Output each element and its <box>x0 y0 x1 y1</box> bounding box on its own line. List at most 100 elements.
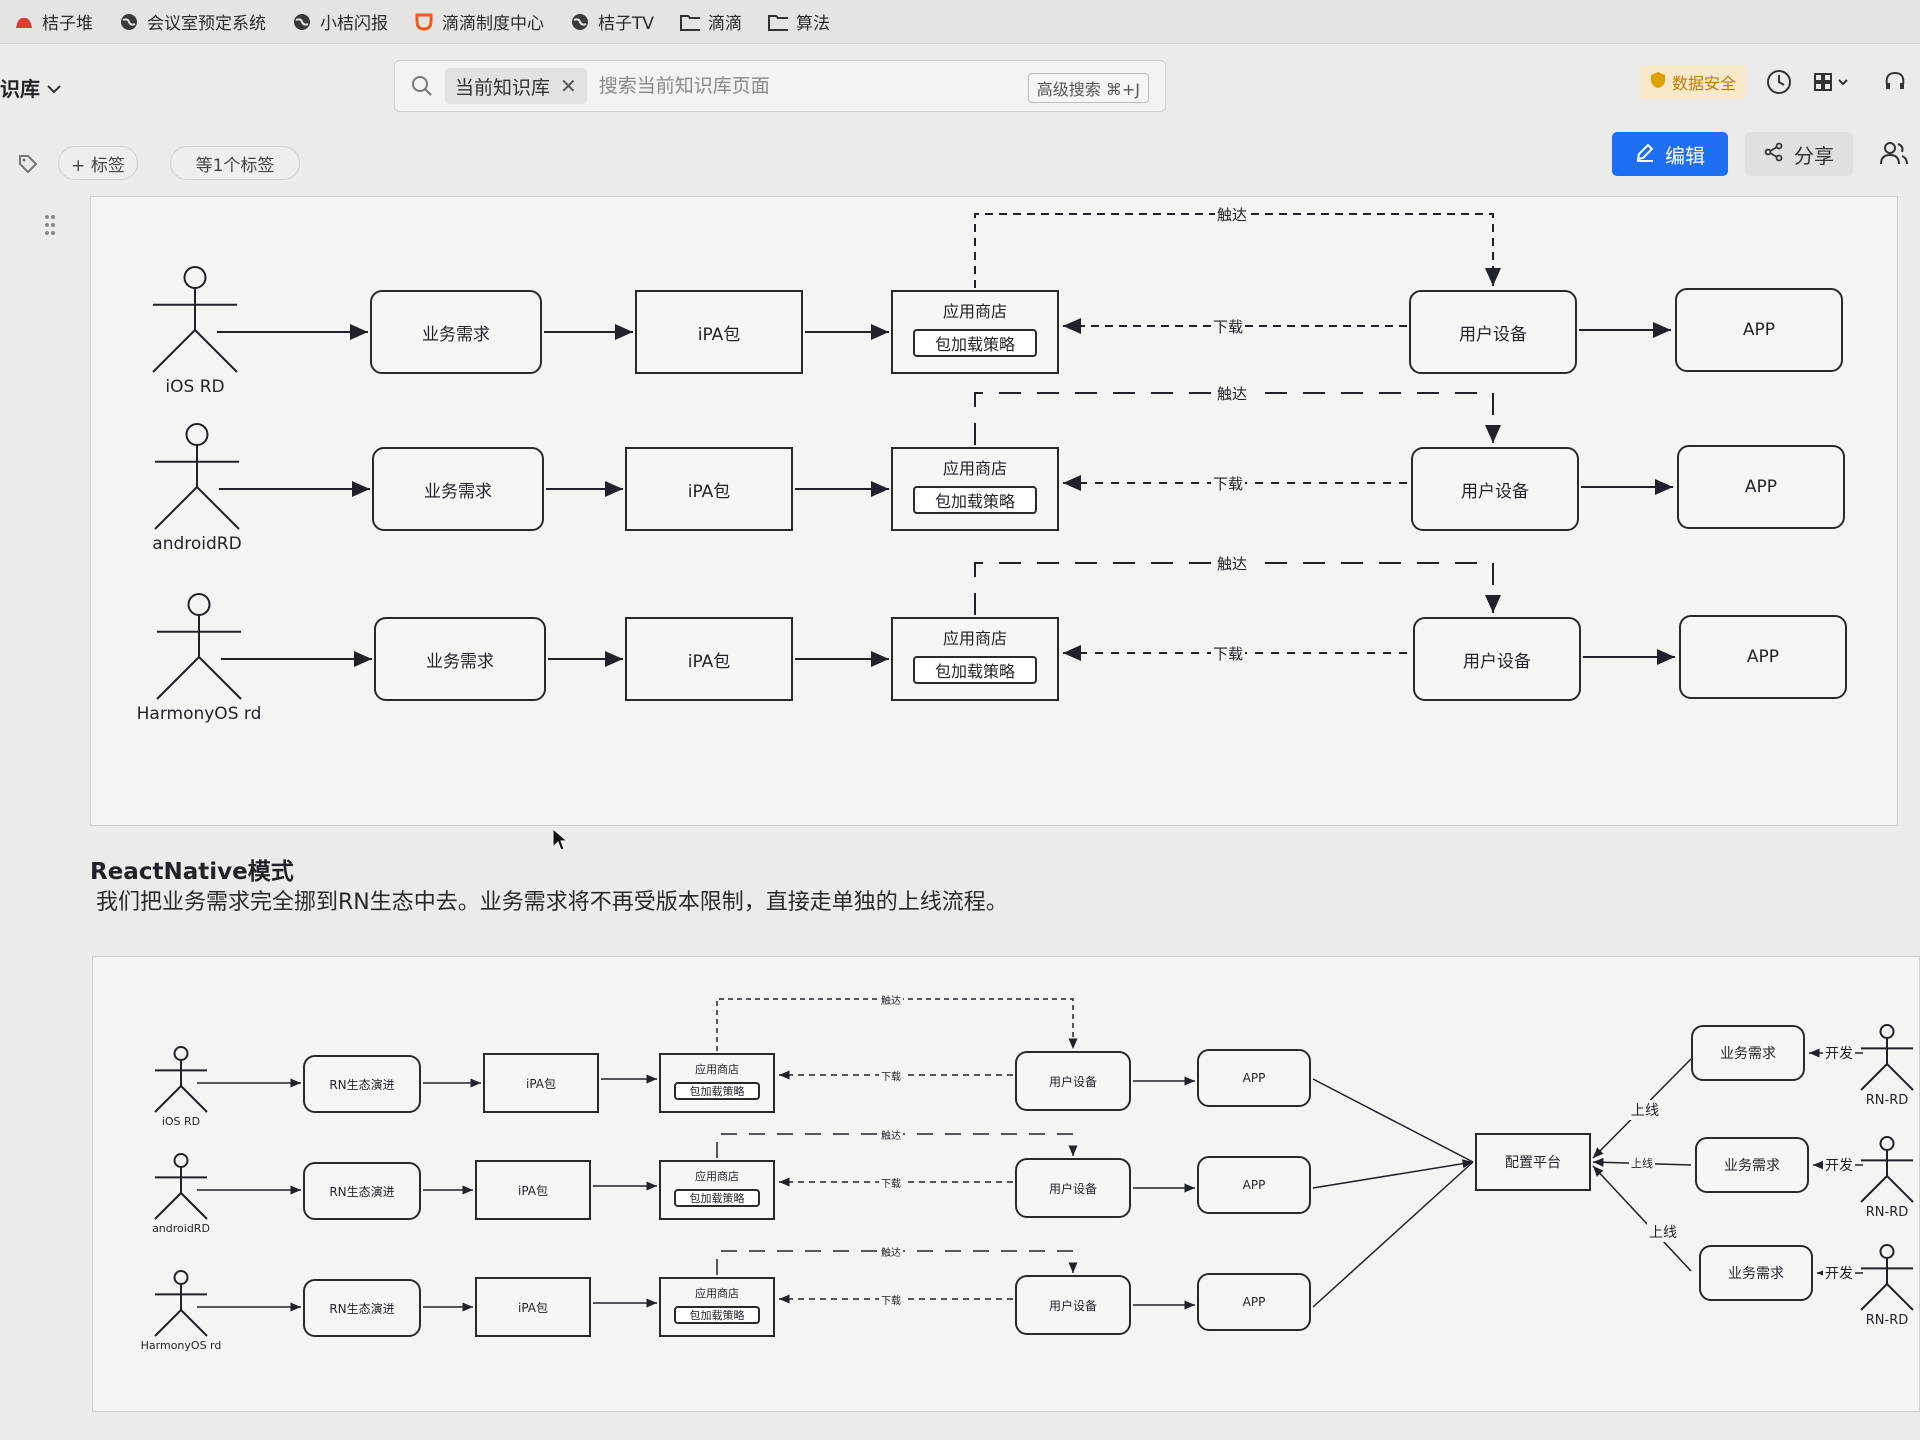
rn-ecosystem-node[interactable]: RN生态演进 <box>303 1279 421 1337</box>
business-requirement-node[interactable]: 业务需求 <box>1691 1025 1805 1081</box>
download-label: 下载 <box>1211 316 1246 337</box>
drag-handle-icon[interactable] <box>44 214 56 240</box>
online-arrow <box>1592 1165 1692 1272</box>
data-security-badge[interactable]: 数据安全 <box>1640 65 1747 99</box>
bookmark-label: 桔子堆 <box>42 14 93 34</box>
bookmark-juzi-tv[interactable]: 桔子TV <box>570 9 654 34</box>
app-node[interactable]: APP <box>1197 1273 1311 1331</box>
apps-menu-icon[interactable] <box>1810 65 1858 99</box>
bookmark-label: 桔子TV <box>598 14 655 34</box>
actor-label: androidRD <box>152 534 242 555</box>
user-device-node[interactable]: 用户设备 <box>1015 1051 1131 1111</box>
actor-stick-figure-icon <box>1860 1024 1914 1091</box>
load-strategy-node[interactable]: 包加载策略 <box>913 329 1037 357</box>
app-node[interactable]: APP <box>1677 445 1845 529</box>
rn-ecosystem-node-label: RN生态演进 <box>329 1184 395 1199</box>
bookmark-label: 小桔闪报 <box>320 14 388 34</box>
load-strategy-node[interactable]: 包加载策略 <box>913 656 1037 684</box>
business-requirement-node[interactable]: 业务需求 <box>374 617 546 701</box>
ipa-package-node-label: iPA包 <box>687 481 731 502</box>
config-platform-node[interactable]: 配置平台 <box>1475 1133 1591 1191</box>
actor-label: androidRD <box>152 1222 210 1236</box>
history-icon[interactable] <box>1762 65 1796 99</box>
rn-ecosystem-node[interactable]: RN生态演进 <box>303 1055 421 1113</box>
tag-count-pill[interactable]: 等1个标签 <box>170 146 300 180</box>
user-device-node[interactable]: 用户设备 <box>1413 617 1581 701</box>
help-icon[interactable] <box>1878 65 1912 99</box>
business-requirement-node[interactable]: 业务需求 <box>1695 1137 1809 1193</box>
knowledge-base-title: 识库 <box>0 77 40 101</box>
load-strategy-node[interactable]: 包加载策略 <box>674 1306 760 1324</box>
app-node[interactable]: APP <box>1197 1156 1311 1214</box>
app-node[interactable]: APP <box>1679 615 1847 699</box>
business-requirement-node-label: 业务需求 <box>1724 1158 1780 1174</box>
bookmark-folder-algorithm[interactable]: 算法 <box>768 9 830 34</box>
reach-label: 触达 <box>879 992 903 1007</box>
bookmark-folder-didi[interactable]: 滴滴 <box>680 9 742 34</box>
business-requirement-node[interactable]: 业务需求 <box>372 447 544 531</box>
user-device-node[interactable]: 用户设备 <box>1409 290 1577 374</box>
business-requirement-node[interactable]: 业务需求 <box>370 290 542 374</box>
actor-stick-figure-icon <box>152 266 238 373</box>
app-to-config-line <box>1312 1161 1474 1308</box>
ipa-package-node[interactable]: iPA包 <box>635 290 803 374</box>
ipa-package-node-label: iPA包 <box>517 1300 548 1315</box>
rn-ecosystem-node-label: RN生态演进 <box>329 1077 395 1092</box>
business-requirement-node-label: 业务需求 <box>424 481 492 502</box>
edit-button[interactable]: 编辑 <box>1612 132 1728 176</box>
develop-label: 开发 <box>1823 1263 1855 1283</box>
advanced-search-button[interactable]: 高级搜索 ⌘+J <box>1027 73 1149 103</box>
share-button[interactable]: 分享 <box>1745 132 1853 176</box>
user-device-node-label: 用户设备 <box>1048 1181 1097 1196</box>
app-to-config-line <box>1312 1078 1474 1163</box>
app-store-node[interactable]: 应用商店包加载策略 <box>891 447 1059 531</box>
collaborators-icon[interactable] <box>1880 140 1908 170</box>
user-device-node-label: 用户设备 <box>1459 324 1527 345</box>
rn-ecosystem-node[interactable]: RN生态演进 <box>303 1162 421 1220</box>
ipa-package-node[interactable]: iPA包 <box>625 447 793 531</box>
tag-icon <box>18 154 38 178</box>
app-store-node[interactable]: 应用商店包加载策略 <box>659 1160 775 1220</box>
app-store-node[interactable]: 应用商店包加载策略 <box>891 617 1059 701</box>
load-strategy-node[interactable]: 包加载策略 <box>913 486 1037 514</box>
actor-stick-figure-icon <box>154 423 240 530</box>
bookmarks-bar: 桔子堆 会议室预定系统 小桔闪报 滴滴制度中心 桔子TV 滴滴 算法 <box>0 0 1920 44</box>
bookmark-didi-policy[interactable]: 滴滴制度中心 <box>414 9 544 34</box>
app-store-node[interactable]: 应用商店包加载策略 <box>659 1053 775 1113</box>
download-label: 下载 <box>1211 473 1246 494</box>
bookmark-juzidui[interactable]: 桔子堆 <box>14 9 93 34</box>
search-input[interactable] <box>598 75 999 97</box>
load-strategy-label: 包加载策略 <box>934 492 1015 511</box>
app-node[interactable]: APP <box>1197 1049 1311 1107</box>
business-requirement-node[interactable]: 业务需求 <box>1699 1245 1813 1301</box>
close-icon[interactable]: ✕ <box>560 74 577 98</box>
ipa-package-node[interactable]: iPA包 <box>625 617 793 701</box>
load-strategy-node[interactable]: 包加载策略 <box>674 1082 760 1100</box>
load-strategy-node[interactable]: 包加载策略 <box>674 1189 760 1207</box>
actor-stick-figure-icon <box>154 1153 208 1220</box>
bookmark-meeting-room[interactable]: 会议室预定系统 <box>119 9 266 34</box>
user-device-node[interactable]: 用户设备 <box>1015 1275 1131 1335</box>
download-label: 下载 <box>1211 643 1246 664</box>
shield-icon <box>1650 71 1666 93</box>
globe-icon <box>119 12 139 32</box>
actor-label: RN-RD <box>1865 1313 1909 1329</box>
ipa-package-node[interactable]: iPA包 <box>475 1160 591 1220</box>
ipa-package-node[interactable]: iPA包 <box>475 1277 591 1337</box>
knowledge-base-switcher[interactable]: 识库 <box>0 73 62 102</box>
bookmark-xiaoju-news[interactable]: 小桔闪报 <box>292 9 388 34</box>
app-node[interactable]: APP <box>1675 288 1843 372</box>
app-node-label: APP <box>1744 477 1778 497</box>
search-bar[interactable]: 当前知识库 ✕ 高级搜索 ⌘+J <box>394 60 1166 112</box>
user-device-node[interactable]: 用户设备 <box>1411 447 1579 531</box>
app-store-node[interactable]: 应用商店包加载策略 <box>891 290 1059 374</box>
folder-icon <box>768 12 789 32</box>
user-device-node[interactable]: 用户设备 <box>1015 1158 1131 1218</box>
ipa-package-node[interactable]: iPA包 <box>483 1053 599 1113</box>
add-tag-button[interactable]: + 标签 <box>58 146 138 180</box>
actor-label: RN-RD <box>1865 1093 1909 1109</box>
app-store-node[interactable]: 应用商店包加载策略 <box>659 1277 775 1337</box>
ipa-package-node-label: iPA包 <box>687 651 731 672</box>
